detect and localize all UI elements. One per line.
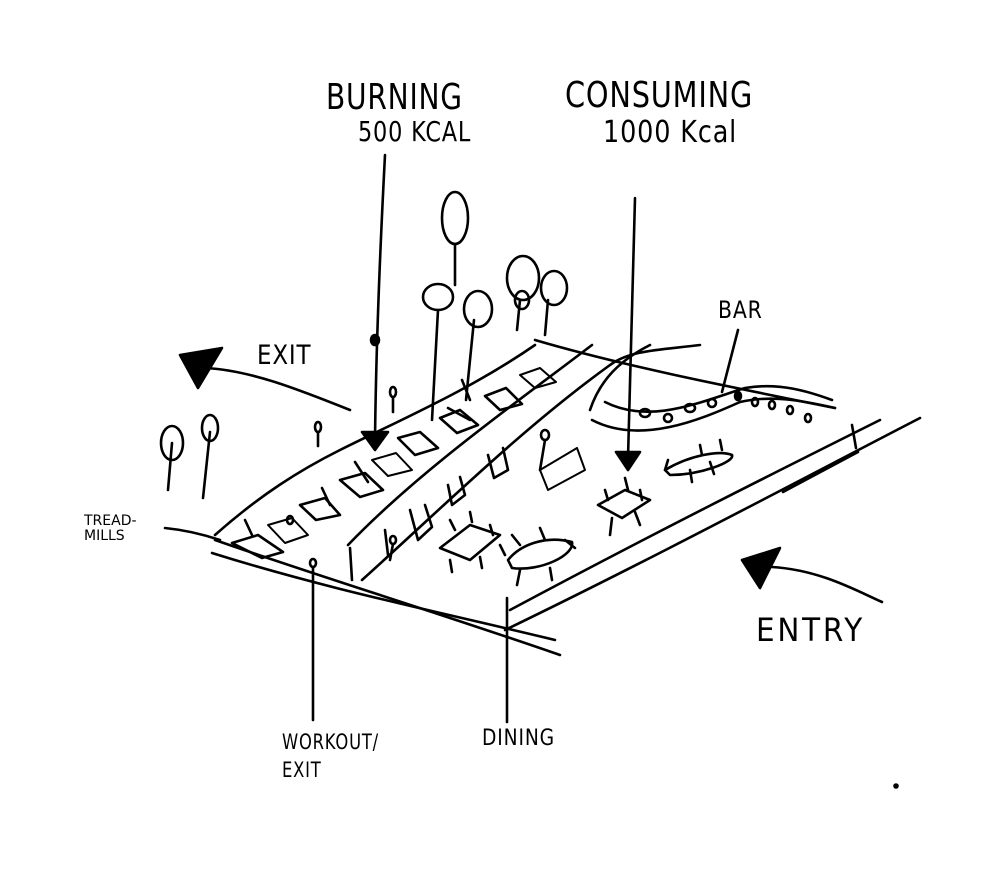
workout-people [285,333,551,569]
dining-tables [438,438,734,587]
treadmills-label: TREAD- MILLS [84,514,137,544]
dining-label: DINING [482,726,556,751]
entry-label: ENTRY [756,611,865,649]
divider-wall [346,343,702,582]
burning-value: 500 KCAL [358,115,472,148]
burning-label: BURNING [326,77,463,118]
consuming-value: 1000 Kcal [603,115,738,150]
bar-counter [588,343,837,432]
workout-label-line2: EXIT [282,758,322,782]
treadmills-label-line1: TREAD- [84,513,137,529]
exit-label: EXIT [257,340,312,371]
workout-exit-label: WORKOUT/ EXIT [282,728,379,784]
leader-lines [163,153,740,724]
treadmills-label-line2: MILLS [84,528,125,544]
trees [159,190,569,500]
workout-label-line1: WORKOUT/ [282,730,379,754]
entry-arrow-icon [740,546,884,604]
treadmills [230,367,557,560]
platform-outline [210,338,922,657]
bar-label: BAR [718,296,763,324]
consuming-label: CONSUMING [565,75,754,116]
exit-arrow-icon [178,346,352,412]
